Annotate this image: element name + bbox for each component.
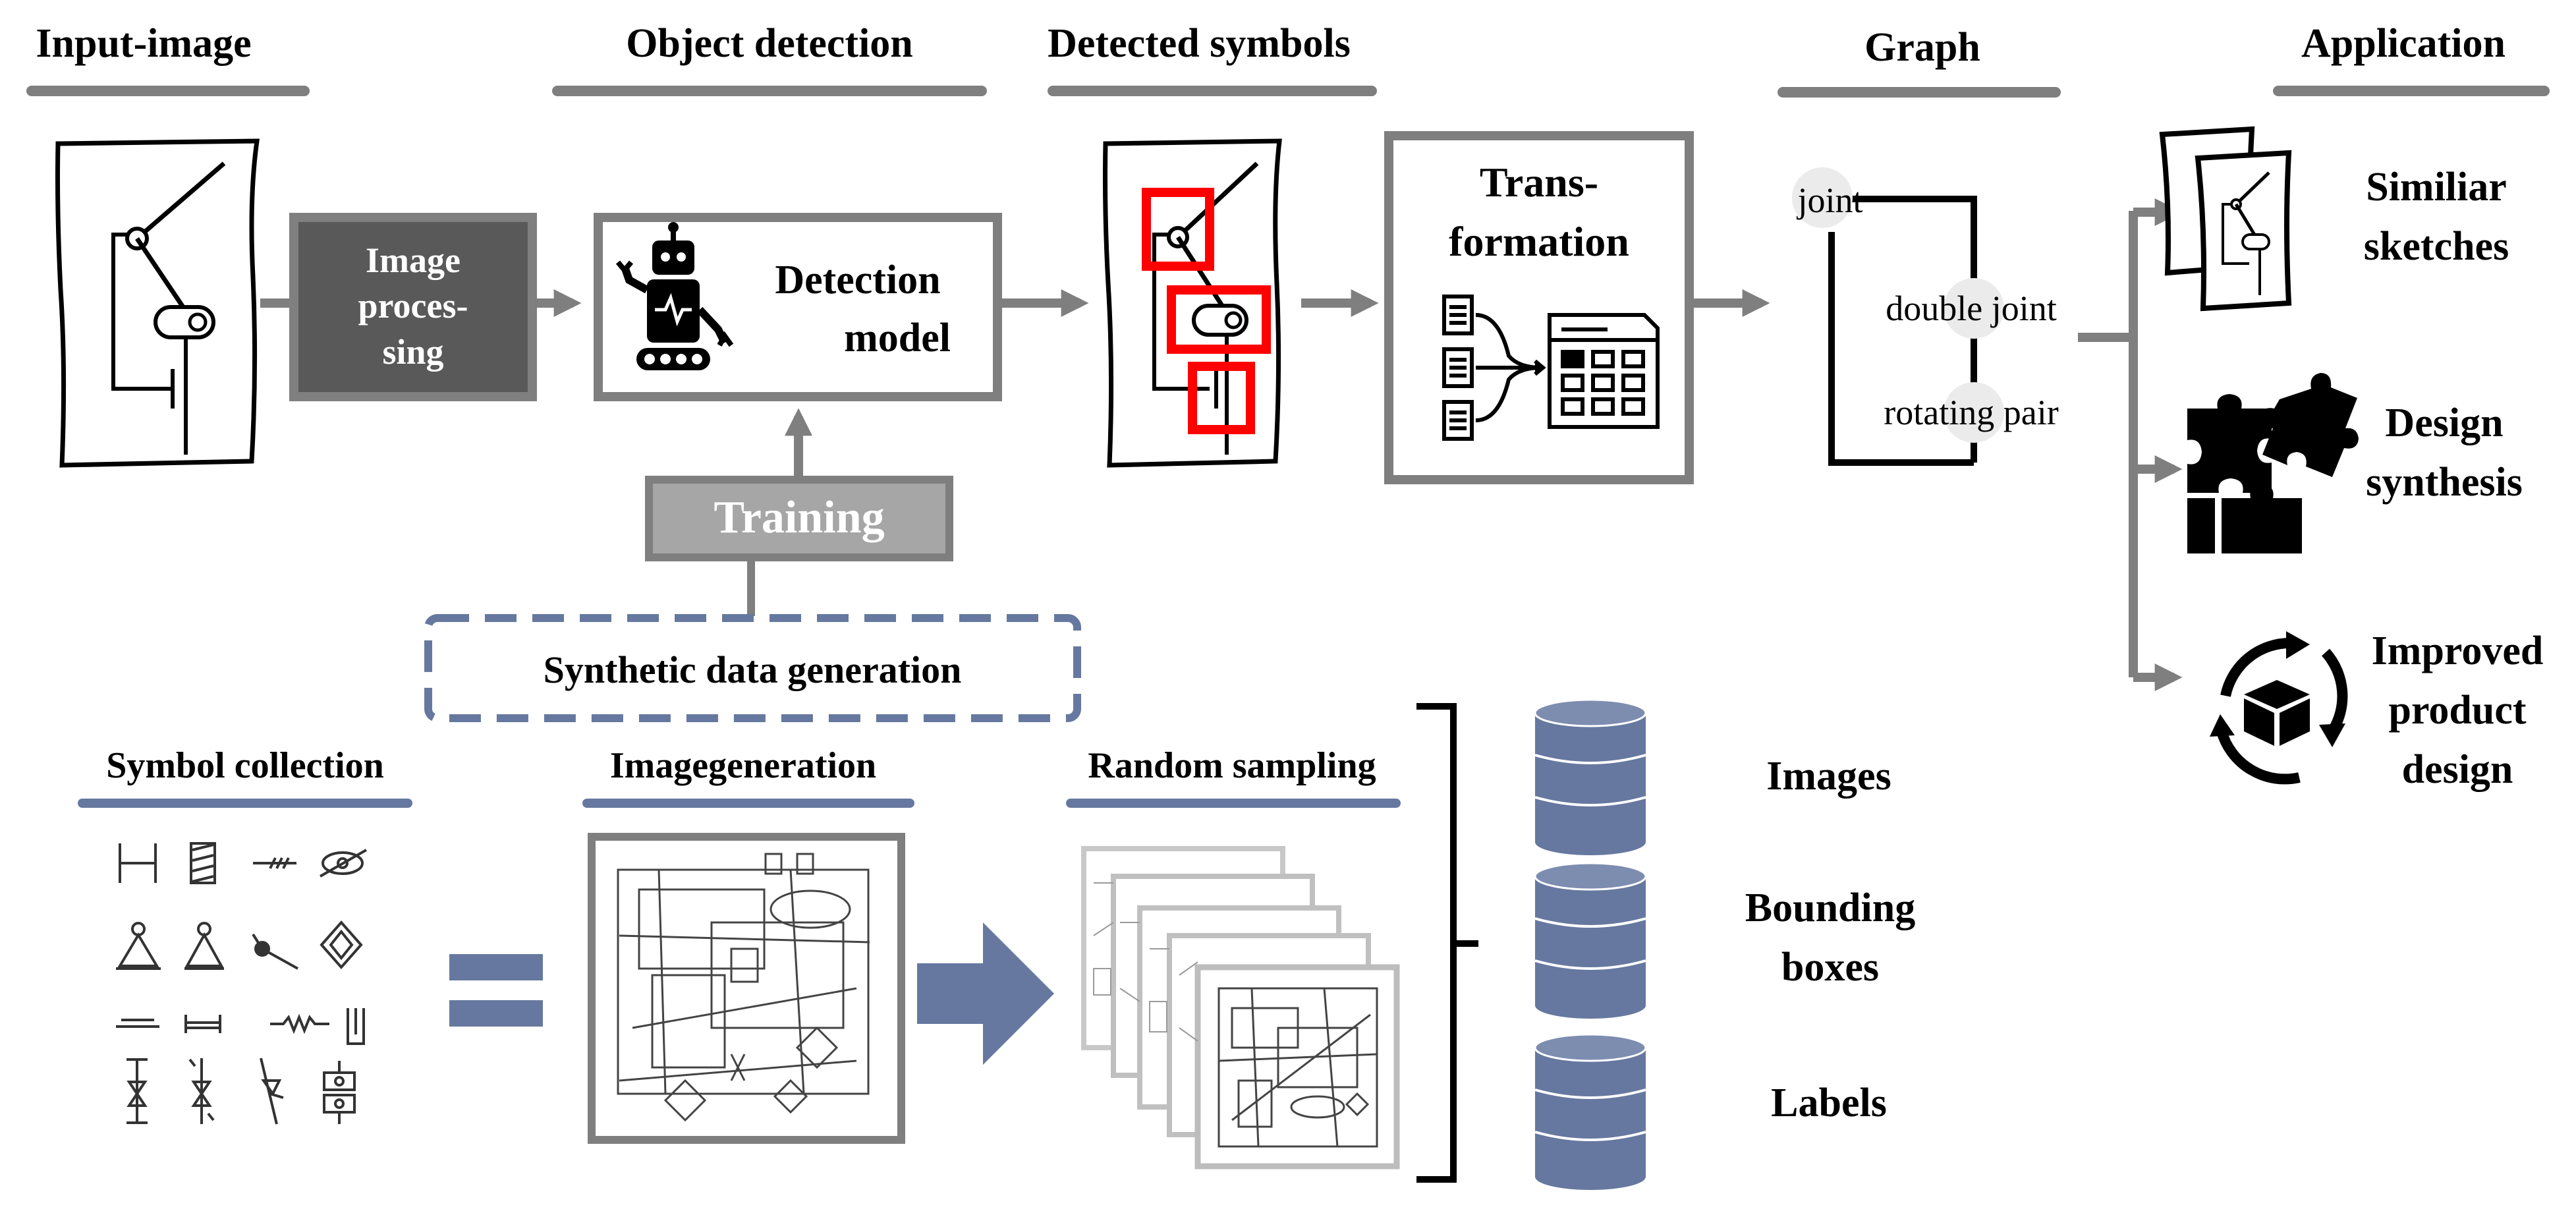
improved-product-design-line-1: Improved [2372, 629, 2544, 673]
output-labels: Labels [1534, 1033, 1887, 1190]
output-labels-label: Labels [1771, 1081, 1887, 1125]
image-processing-line-2: proces- [358, 286, 468, 325]
output-bounding-boxes-line-2: boxes [1781, 945, 1879, 990]
graph-diagram: joint double joint rotating pair [1792, 167, 2059, 466]
svg-text:Symbol collection: Symbol collection [106, 745, 384, 786]
improved-product-design-line-2: product [2388, 688, 2526, 733]
database-icon-labels [1534, 1033, 1647, 1190]
training-label: Training [714, 492, 884, 543]
symbol-collection-grid [116, 842, 367, 1125]
sketch-stack-icon [2159, 126, 2292, 312]
graph-node-double-joint [1944, 278, 2004, 339]
detection-box-double-joint [1167, 285, 1271, 354]
database-icon-bounding-boxes [1534, 862, 1647, 1019]
symbol-row-2 [116, 920, 363, 970]
svg-text:Imagegeneration: Imagegeneration [610, 745, 876, 786]
graph-label-double-joint: double joint [1886, 289, 2056, 328]
output-bounding-boxes-line-1: Bounding [1745, 886, 1916, 930]
svg-text:Application: Application [2301, 21, 2506, 66]
header-application: Application [2273, 21, 2550, 96]
improved-product-design-line-3: design [2402, 747, 2513, 792]
output-images: Images [1534, 698, 1891, 855]
graph-label-joint: joint [1796, 181, 1862, 220]
output-bracket [1416, 703, 1478, 1183]
image-processing-line-1: Image [366, 240, 461, 280]
detection-model-line-2: model [844, 316, 951, 360]
symbol-row-1 [119, 842, 367, 884]
output-bounding-boxes: Bounding boxes [1534, 862, 1916, 1019]
output-images-label: Images [1766, 754, 1891, 799]
symbol-row-3 [116, 1008, 365, 1045]
box-cycle-icon [2210, 631, 2348, 785]
svg-text:Detected symbols: Detected symbols [1048, 21, 1351, 66]
svg-text:Random sampling: Random sampling [1088, 745, 1376, 786]
detection-model-box: Detection model [594, 213, 1002, 401]
random-sampling-stack [1081, 846, 1400, 1170]
application-design-synthesis: Design synthesis [2187, 373, 2523, 553]
image-processing-box: Image proces- sing [289, 213, 537, 401]
list-to-table-icon [1442, 295, 1660, 441]
training-box: Training [645, 476, 953, 561]
input-sketch-image [55, 138, 260, 468]
transformation-line-1: Trans- [1480, 159, 1598, 206]
graph-node-joint [1792, 167, 1853, 228]
similar-sketches-line-1: Similiar [2366, 165, 2507, 210]
header-random-sampling: Random sampling [1066, 745, 1401, 808]
application-similar-sketches: Similiar sketches [2159, 126, 2509, 312]
header-image-generation: Imagegeneration [582, 745, 914, 808]
graph-label-rotating-pair: rotating pair [1884, 393, 2058, 432]
similar-sketches-line-2: sketches [2364, 224, 2509, 269]
header-symbol-collection: Symbol collection [78, 745, 412, 808]
synthetic-data-generation-box: Synthetic data generation [424, 614, 1081, 722]
transformation-box: Trans- formation [1384, 131, 1694, 484]
svg-text:Graph: Graph [1864, 25, 1980, 70]
image-processing-line-3: sing [382, 332, 443, 372]
application-improved-product-design: Improved product design [2210, 629, 2543, 792]
detection-box-joint [1142, 188, 1214, 271]
header-detected-symbols: Detected symbols [1048, 21, 1377, 96]
database-icon-images [1534, 698, 1647, 855]
detection-box-rotating-pair [1188, 362, 1255, 434]
header-object-detection: Object detection [552, 21, 987, 96]
svg-text:Object detection: Object detection [626, 21, 913, 66]
arrow-generation-to-sampling [917, 922, 1054, 1065]
symbol-row-4 [126, 1058, 356, 1125]
svg-text:Input-image: Input-image [36, 21, 251, 66]
generated-image [588, 833, 905, 1144]
design-synthesis-line-1: Design [2385, 401, 2503, 445]
header-graph: Graph [1778, 25, 2061, 98]
application-branch-connector [2078, 198, 2183, 691]
header-input-image: Input-image [26, 21, 310, 96]
equals-sign [449, 954, 543, 1027]
synthetic-data-generation-label: Synthetic data generation [544, 648, 962, 691]
puzzle-icon [2187, 373, 2359, 553]
design-synthesis-line-2: synthesis [2366, 460, 2523, 505]
robot-icon [615, 222, 734, 370]
detection-model-line-1: Detection [775, 258, 940, 302]
graph-node-rotating-pair [1944, 382, 2004, 443]
detected-symbols-image [1103, 138, 1282, 468]
transformation-line-2: formation [1449, 218, 1629, 265]
